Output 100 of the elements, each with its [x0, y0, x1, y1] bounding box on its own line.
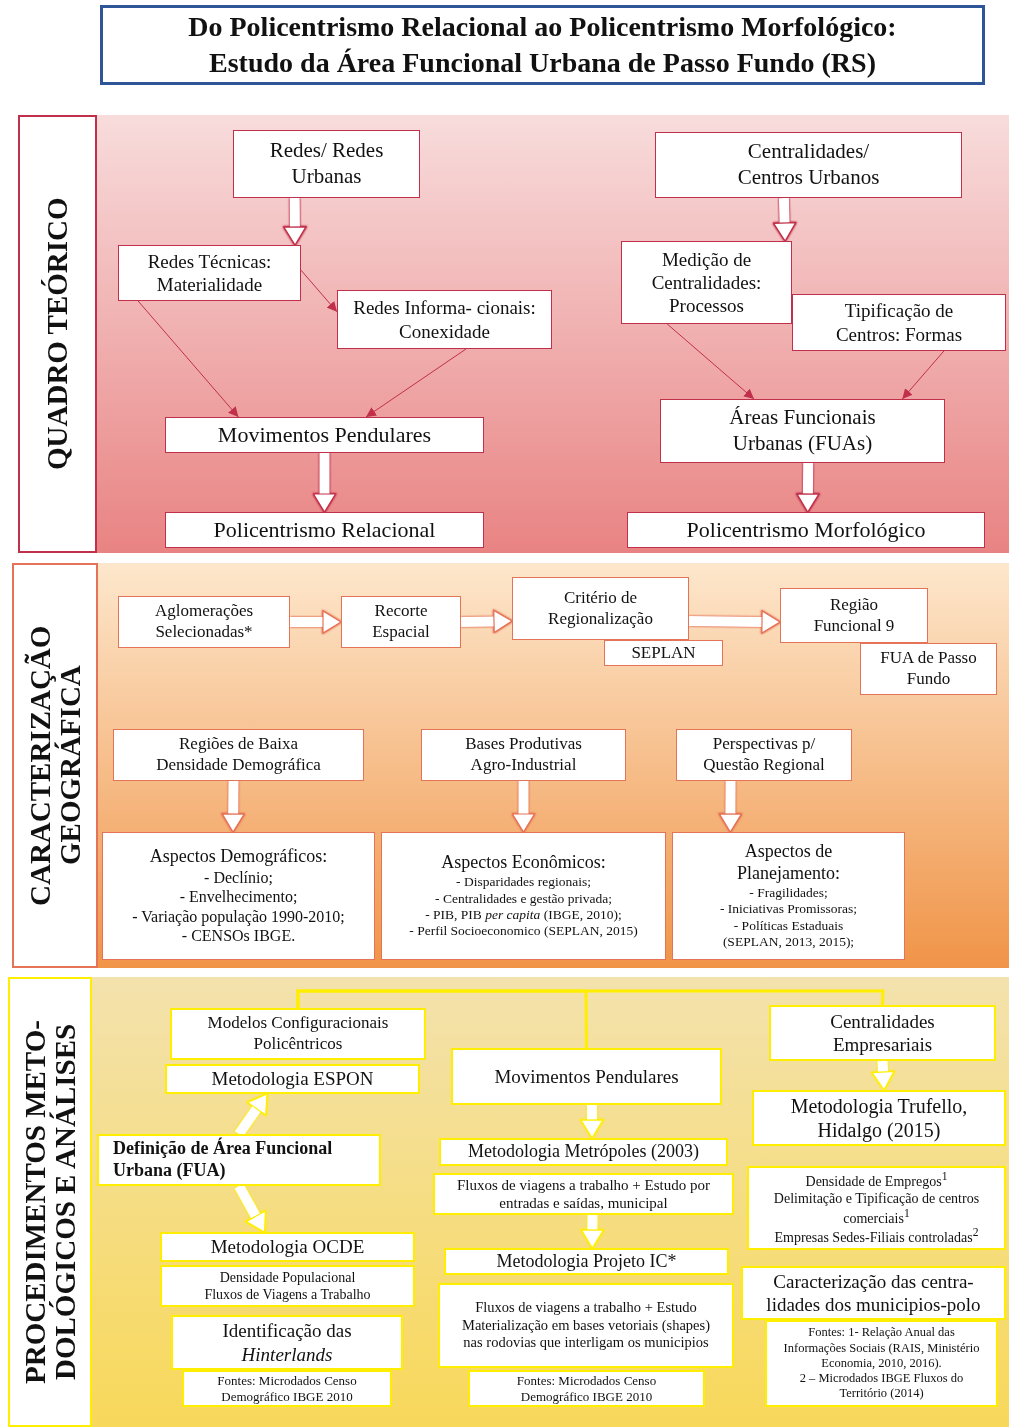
box-detail-text: - Políticas Estaduais (SEPLAN, 2013, 2015); [721, 917, 856, 951]
section-panel [18, 115, 1009, 553]
box-detail-text: Empresas Sedes-Filiais controladas$^{2}$ [774, 1226, 979, 1247]
concept-box [752, 1090, 1006, 1146]
box-text: Aspectos de Planejamento: [736, 841, 841, 885]
arrow [365, 348, 467, 418]
concept-box [512, 577, 689, 640]
source-box [468, 1370, 705, 1407]
box-detail-text: - Declínio; [204, 867, 273, 888]
box-text: Caracterização das centra- lidades dos municipios-polo [765, 1269, 982, 1317]
block-arrow [511, 781, 536, 833]
box-detail-text: - Variação população 1990-2010; [132, 906, 345, 927]
concept-box [451, 1048, 722, 1105]
concept-box [780, 588, 928, 643]
connector-line [296, 989, 885, 1008]
block-arrow [580, 1104, 604, 1139]
arrow [666, 323, 755, 400]
box-detail-text: - Envelhecimento; [179, 887, 298, 907]
concept-box [621, 241, 792, 324]
concept-box [627, 512, 985, 548]
box-text: Critério de Regionalização [547, 587, 654, 630]
box-text: Fontes: Microdados Censo Demográfico IBGE 2010 [216, 1372, 358, 1405]
box-detail-text: - Fragilidades; [749, 885, 828, 902]
box-text: Movimentos Pendulares [217, 421, 432, 449]
box-text: Redes/ Redes Urbanas [268, 138, 385, 190]
source-box [765, 1320, 998, 1407]
section-heading: PROCEDIMENTOS METO- DOLÓGICOS E ANÁLISES [8, 977, 92, 1427]
concept-box [860, 643, 997, 695]
source-box [182, 1370, 392, 1407]
box-text: Identificação das Hinterlands [221, 1319, 353, 1366]
box-text: Centralidades/ Centros Urbanos [736, 139, 881, 191]
box-text: Fluxos de viagens a trabalho + Estudo por entradas e saídas, municipal [456, 1175, 711, 1213]
aspects-box [381, 832, 666, 960]
box-text: Aspectos Demográficos: [149, 846, 328, 868]
arrow [901, 350, 945, 400]
block-arrow [234, 1183, 266, 1233]
box-text: Redes Informa- cionais: Conexidade [352, 296, 537, 343]
concept-box [741, 1266, 1006, 1320]
concept-box [604, 640, 723, 666]
concept-box [676, 729, 852, 781]
box-detail-text: - Disparidades regionais; [456, 874, 591, 891]
section-heading: CARACTERIZAÇÃO GEOGRÁFICA [12, 563, 98, 968]
concept-box [160, 1265, 415, 1307]
concept-box [233, 130, 420, 198]
concept-box [165, 512, 484, 548]
box-text: Redes Técnicas: Materialidade [146, 249, 273, 297]
box-text: Bases Produtivas Agro-Industrial [464, 734, 583, 776]
concept-box [792, 294, 1006, 351]
concept-box [165, 1064, 420, 1094]
aspects-box [102, 832, 375, 960]
block-arrow [460, 609, 513, 633]
box-text: Regiões de Baixa Densidade Demográfica [155, 734, 322, 776]
box-text: Região Funcional 9 [812, 594, 896, 637]
concept-box [769, 1005, 996, 1061]
box-text: Aspectos Econômicos: [441, 852, 606, 875]
box-text: Fluxos de viagens a trabalho + Estudo [475, 1298, 697, 1317]
concept-box [655, 132, 962, 198]
box-text: Densidade de Empregos$^{1}$ [805, 1169, 948, 1190]
block-arrow [290, 610, 342, 634]
box-text: Metodologia ESPON [211, 1067, 374, 1091]
diagram-title: Do Policentrismo Relacional ao Policentrismo Morfológico: Estudo da Área Funcional Urbana de Passo Fundo (RS) [100, 5, 985, 85]
concept-box [747, 1166, 1006, 1250]
concept-box [341, 596, 461, 648]
box-text: Áreas Funcionais Urbanas (FUAs) [728, 405, 877, 457]
box-text: Metodologia Trufello, Hidalgo (2015) [789, 1093, 969, 1143]
box-text: Densidade Populacional [219, 1268, 356, 1286]
block-arrow [221, 780, 245, 833]
box-text: Modelos Configuracionais Policêntricos [206, 1013, 390, 1055]
concept-box [421, 729, 626, 781]
concept-box [433, 1173, 734, 1215]
block-arrow [688, 610, 781, 634]
box-text: Recorte Espacial [371, 601, 431, 643]
concept-box [337, 290, 552, 349]
box-text: Perspectivas p/ Questão Regional [702, 734, 826, 776]
block-arrow [718, 780, 742, 833]
concept-box [160, 1232, 415, 1262]
box-text: SEPLAN [631, 642, 696, 664]
block-arrow [580, 1214, 604, 1249]
box-detail-text: Fluxos de Viagens a Trabalho [204, 1286, 371, 1304]
box-detail-text: - Iniciativas Promissoras; [719, 901, 858, 918]
box-text: Metodologia Metrópoles (2003) [468, 1141, 699, 1163]
box-text: Centralidades Empresariais [829, 1009, 936, 1057]
section-panel [8, 977, 1009, 1427]
box-text: Metodologia OCDE [210, 1235, 365, 1259]
section-heading: QUADRO TEÓRICO [18, 115, 97, 553]
box-detail-text: - PIB, PIB per capita (IBGE, 2010); [425, 906, 622, 924]
concept-box [97, 1134, 381, 1186]
box-text: Metodologia Projeto IC* [496, 1250, 677, 1273]
concept-box [444, 1248, 729, 1275]
box-detail-text: - Perfil Socioeconomico (SEPLAN, 2015) [409, 923, 638, 940]
block-arrow [796, 462, 820, 513]
box-detail-text: - CENSOs IBGE. [181, 926, 296, 946]
box-detail-text: Materialização em bases vetoriais (shapes) nas rodovias que interligam os municipios [461, 1316, 711, 1353]
concept-box [165, 417, 484, 453]
concept-box [439, 1138, 728, 1166]
block-arrow [283, 197, 307, 246]
box-text: Definição de Área Funcional Urbana (FUA) [113, 1138, 334, 1182]
box-text: Fontes: Microdados Censo Demográfico IBGE 2010 [515, 1372, 658, 1405]
box-text: Fontes: 1- Relação Anual das Informações Sociais (RAIS, Ministério Economia, 2010, 2016). [782, 1325, 981, 1372]
box-text: Policentrismo Relacional [213, 516, 436, 544]
